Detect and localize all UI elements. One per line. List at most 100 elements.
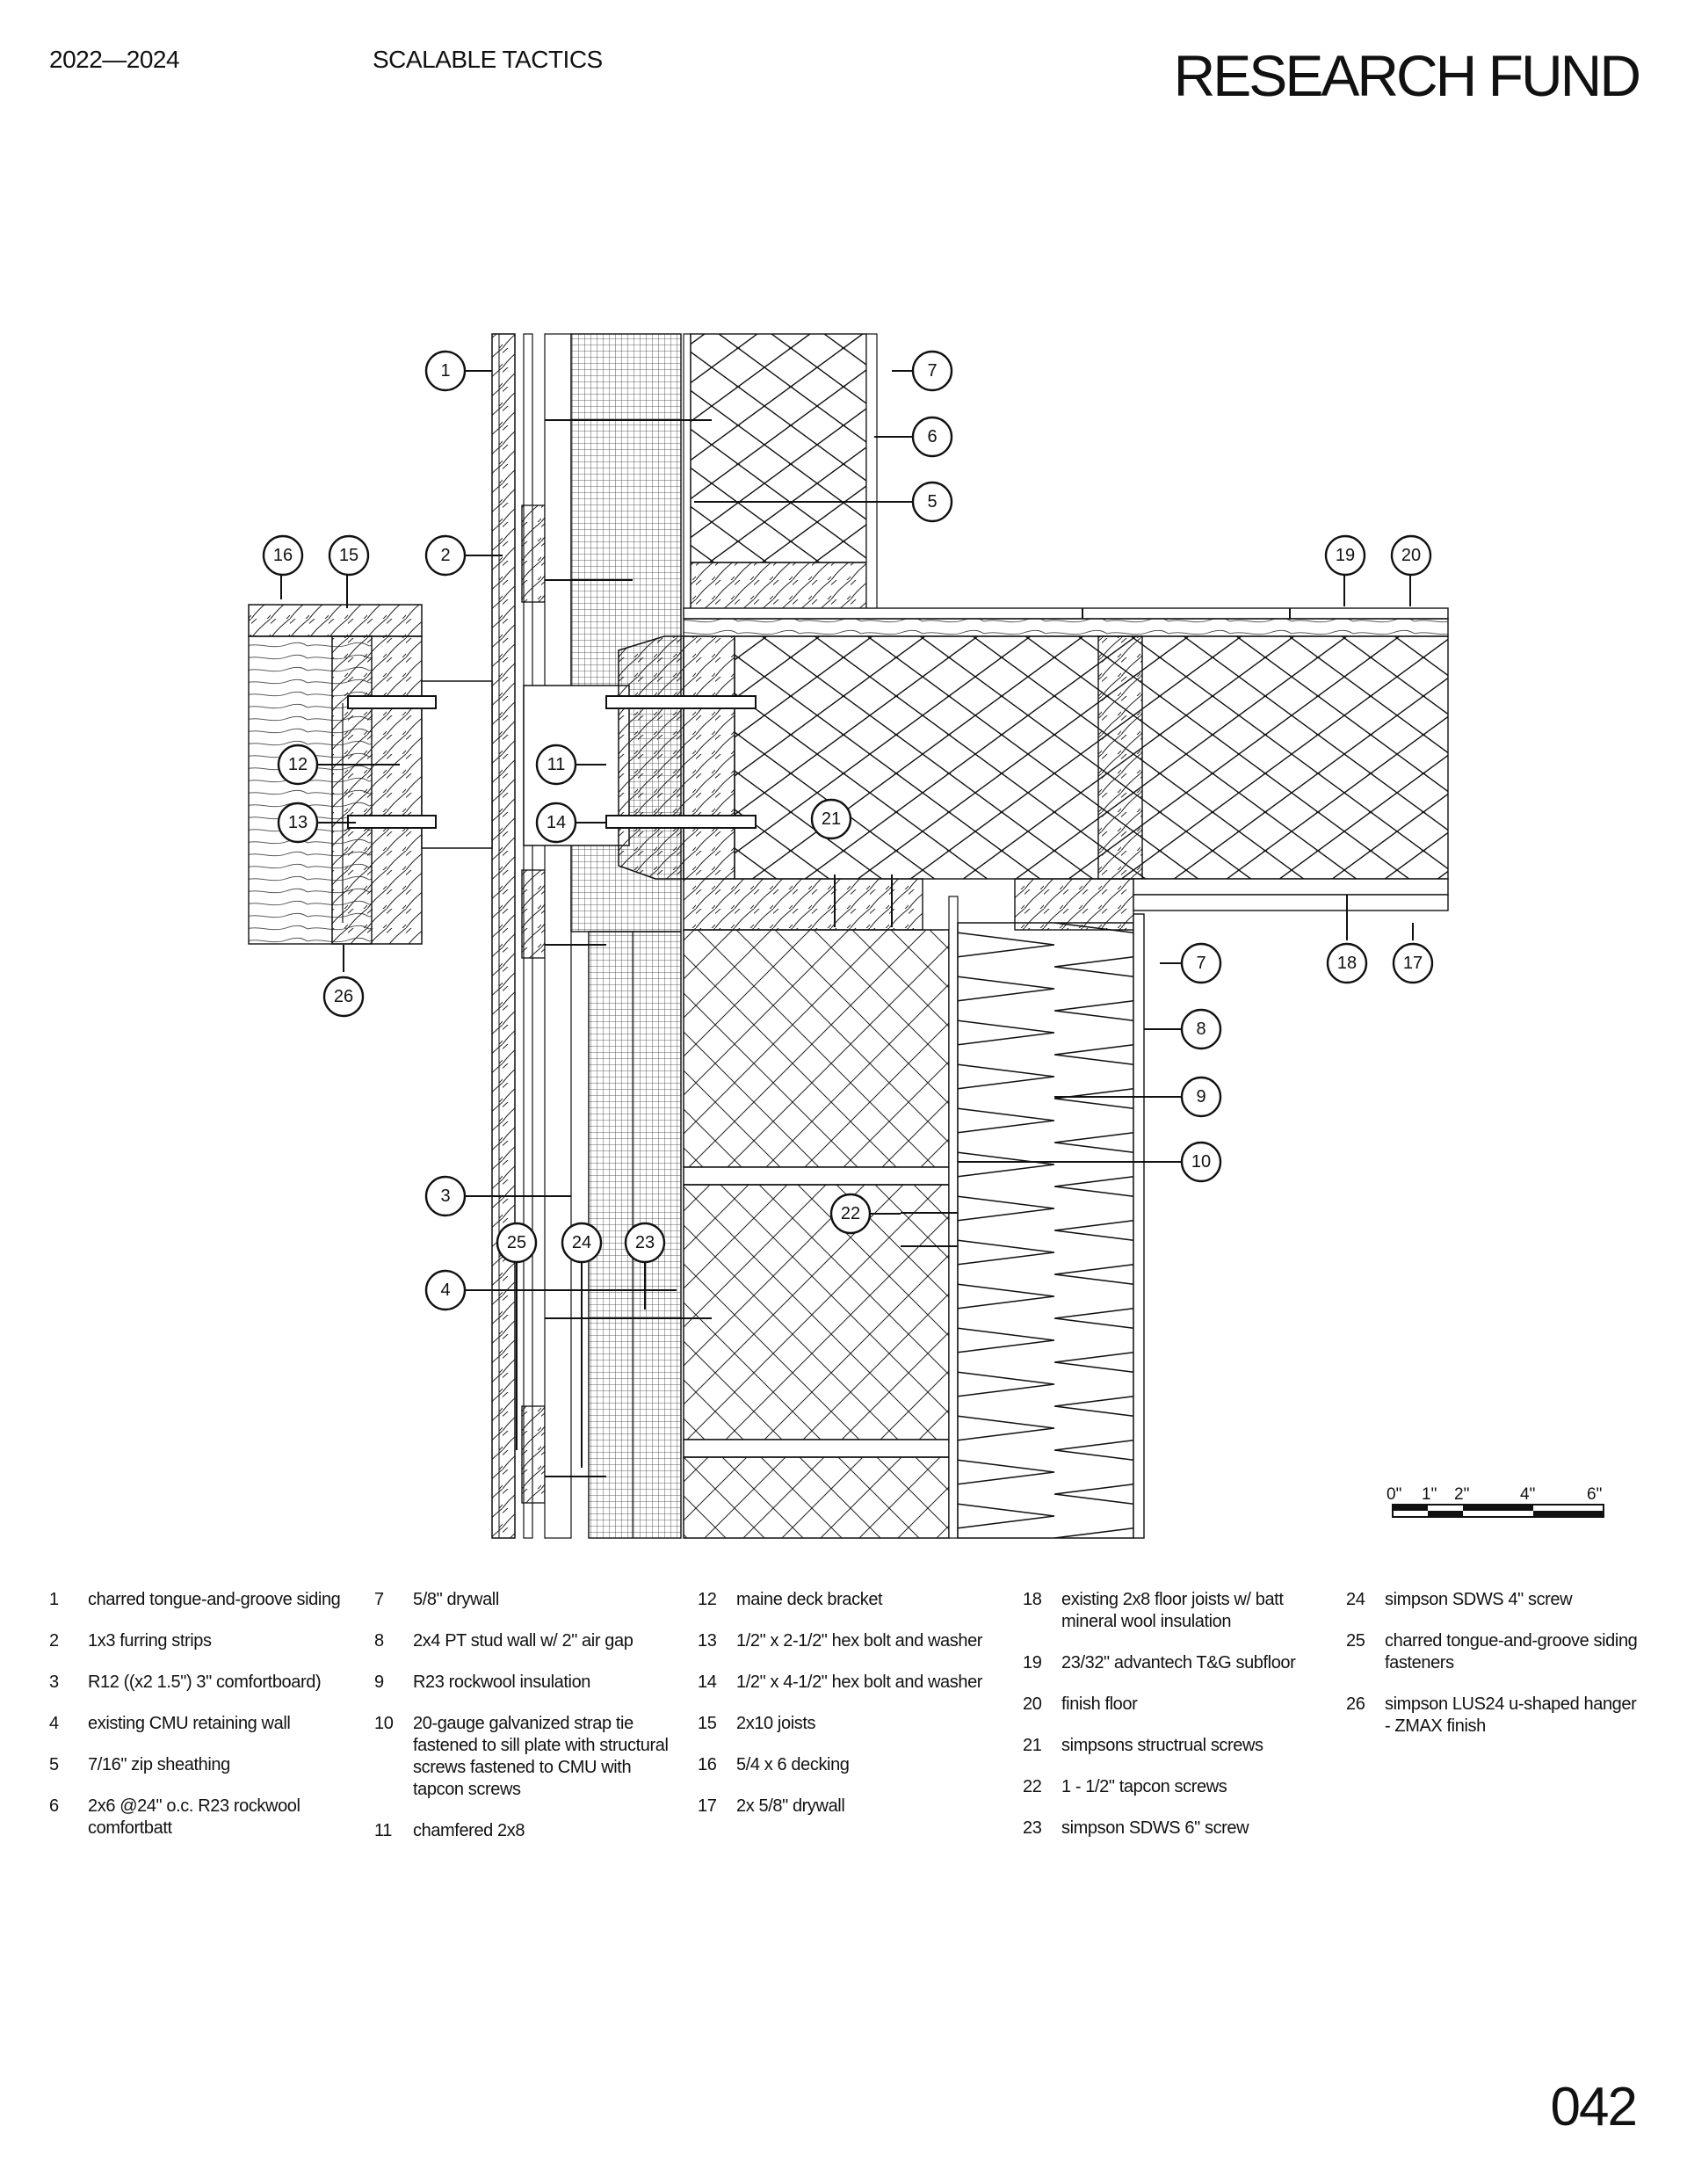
legend-item-number: 9 bbox=[374, 1672, 384, 1692]
legend-item-number: 25 bbox=[1346, 1631, 1365, 1651]
legend-item-text: existing 2x8 floor joists w/ batt minera… bbox=[1061, 1590, 1284, 1631]
scale-label-0: 0" bbox=[1387, 1485, 1401, 1504]
legend-item-number: 16 bbox=[698, 1755, 717, 1774]
comfortboard-layer bbox=[523, 333, 682, 1539]
legend-item-number: 1 bbox=[49, 1590, 59, 1609]
legend-item: 23 simpson SDWS 6" screw bbox=[1023, 1818, 1321, 1839]
legend-item-text: chamfered 2x8 bbox=[413, 1821, 525, 1840]
legend-column: 1 charred tongue-and-groove siding 2 1x3 fu… bbox=[49, 1589, 348, 1859]
callout-8: 8 bbox=[1180, 1008, 1222, 1050]
legend-item-number: 5 bbox=[49, 1755, 59, 1774]
svg-text:9: 9 bbox=[1196, 1087, 1206, 1107]
legend-item-number: 11 bbox=[374, 1821, 392, 1840]
svg-text:5: 5 bbox=[927, 492, 937, 512]
svg-text:19: 19 bbox=[1336, 546, 1355, 565]
callout-1: 1 bbox=[424, 350, 467, 392]
floor-joist-zone bbox=[618, 635, 1449, 931]
legend-item-text: 1x3 furring strips bbox=[88, 1631, 212, 1651]
svg-text:17: 17 bbox=[1403, 954, 1423, 973]
legend-item-text: 2x10 joists bbox=[736, 1714, 816, 1733]
legend-item-number: 18 bbox=[1023, 1590, 1042, 1609]
legend-item: 11 chamfered 2x8 bbox=[374, 1820, 673, 1842]
legend-item-number: 14 bbox=[698, 1672, 717, 1692]
scale-label-1: 1" bbox=[1422, 1485, 1437, 1504]
legend-item-number: 4 bbox=[49, 1714, 59, 1733]
legend-item-text: 1/2" x 4-1/2" hex bolt and washer bbox=[736, 1672, 983, 1692]
header-series: SCALABLE TACTICS bbox=[373, 46, 603, 73]
legend-item-text: 2x6 @24" o.c. R23 rockwool comfortbatt bbox=[88, 1796, 300, 1838]
header-brand: RESEARCH FUND bbox=[1173, 43, 1641, 108]
legend-item-text: simpson LUS24 u-shaped hanger - ZMAX fin… bbox=[1385, 1694, 1637, 1736]
svg-text:2: 2 bbox=[440, 546, 450, 565]
legend-item-text: 2x4 PT stud wall w/ 2" air gap bbox=[413, 1631, 634, 1651]
callout-18: 18 bbox=[1326, 942, 1368, 984]
lower-stud-wall bbox=[948, 896, 1145, 1539]
legend-item-text: 1/2" x 2-1/2" hex bolt and washer bbox=[736, 1631, 983, 1651]
scale-label-4: 4" bbox=[1520, 1485, 1535, 1504]
legend-item: 14 1/2" x 4-1/2" hex bolt and washer bbox=[698, 1672, 996, 1694]
svg-text:21: 21 bbox=[822, 809, 841, 829]
callout-11: 11 bbox=[535, 744, 577, 786]
callout-19: 19 bbox=[1324, 534, 1366, 577]
legend-item: 9 R23 rockwool insulation bbox=[374, 1672, 673, 1694]
callout-3: 3 bbox=[424, 1175, 467, 1217]
legend-item-number: 3 bbox=[49, 1672, 59, 1692]
svg-text:18: 18 bbox=[1337, 954, 1357, 973]
svg-text:1: 1 bbox=[440, 361, 450, 381]
callout-6: 6 bbox=[911, 416, 953, 458]
legend-item-number: 23 bbox=[1023, 1818, 1042, 1838]
callout-24: 24 bbox=[561, 1222, 603, 1264]
legend-item-text: 20-gauge galvanized strap tie fastened t… bbox=[413, 1714, 669, 1799]
legend-item-number: 2 bbox=[49, 1631, 59, 1651]
floor-assembly bbox=[683, 607, 1449, 637]
legend-item-number: 6 bbox=[49, 1796, 59, 1816]
scale-label-6: 6" bbox=[1587, 1485, 1602, 1504]
svg-text:24: 24 bbox=[572, 1233, 591, 1252]
svg-text:22: 22 bbox=[841, 1204, 860, 1223]
svg-text:12: 12 bbox=[288, 755, 308, 774]
callout-2: 2 bbox=[424, 534, 467, 577]
svg-text:11: 11 bbox=[547, 755, 566, 774]
svg-text:6: 6 bbox=[927, 427, 937, 446]
callout-17: 17 bbox=[1392, 942, 1434, 984]
legend-column: 18 existing 2x8 floor joists w/ batt mine… bbox=[1023, 1589, 1321, 1859]
fasteners bbox=[347, 419, 958, 1477]
legend-item-number: 13 bbox=[698, 1631, 717, 1651]
callout-10: 10 bbox=[1180, 1141, 1222, 1183]
cmu-wall bbox=[683, 929, 950, 1539]
legend-item-text: R23 rockwool insulation bbox=[413, 1672, 591, 1692]
deck-assembly bbox=[248, 604, 493, 945]
svg-text:7: 7 bbox=[927, 361, 937, 381]
legend-item-text: charred tongue-and-groove siding bbox=[88, 1590, 341, 1609]
callout-15: 15 bbox=[328, 534, 370, 577]
legend-item-number: 12 bbox=[698, 1590, 717, 1609]
legend-item-text: existing CMU retaining wall bbox=[88, 1714, 291, 1733]
callout-7b: 7 bbox=[1180, 942, 1222, 984]
svg-text:16: 16 bbox=[273, 546, 293, 565]
leader-lines bbox=[280, 370, 1414, 1468]
callout-5: 5 bbox=[911, 481, 953, 523]
legend-item: 4 existing CMU retaining wall bbox=[49, 1713, 348, 1735]
legend-item-text: simpson SDWS 6" screw bbox=[1061, 1818, 1249, 1838]
legend-item: 2 1x3 furring strips bbox=[49, 1630, 348, 1652]
legend-item: 6 2x6 @24" o.c. R23 rockwool comfortbatt bbox=[49, 1796, 348, 1839]
legend-item-text: 5/4 x 6 decking bbox=[736, 1755, 850, 1774]
svg-text:4: 4 bbox=[440, 1281, 450, 1300]
svg-text:3: 3 bbox=[440, 1186, 450, 1206]
legend-item-number: 24 bbox=[1346, 1590, 1365, 1609]
callout-23: 23 bbox=[624, 1222, 666, 1264]
callout-25: 25 bbox=[496, 1222, 538, 1264]
